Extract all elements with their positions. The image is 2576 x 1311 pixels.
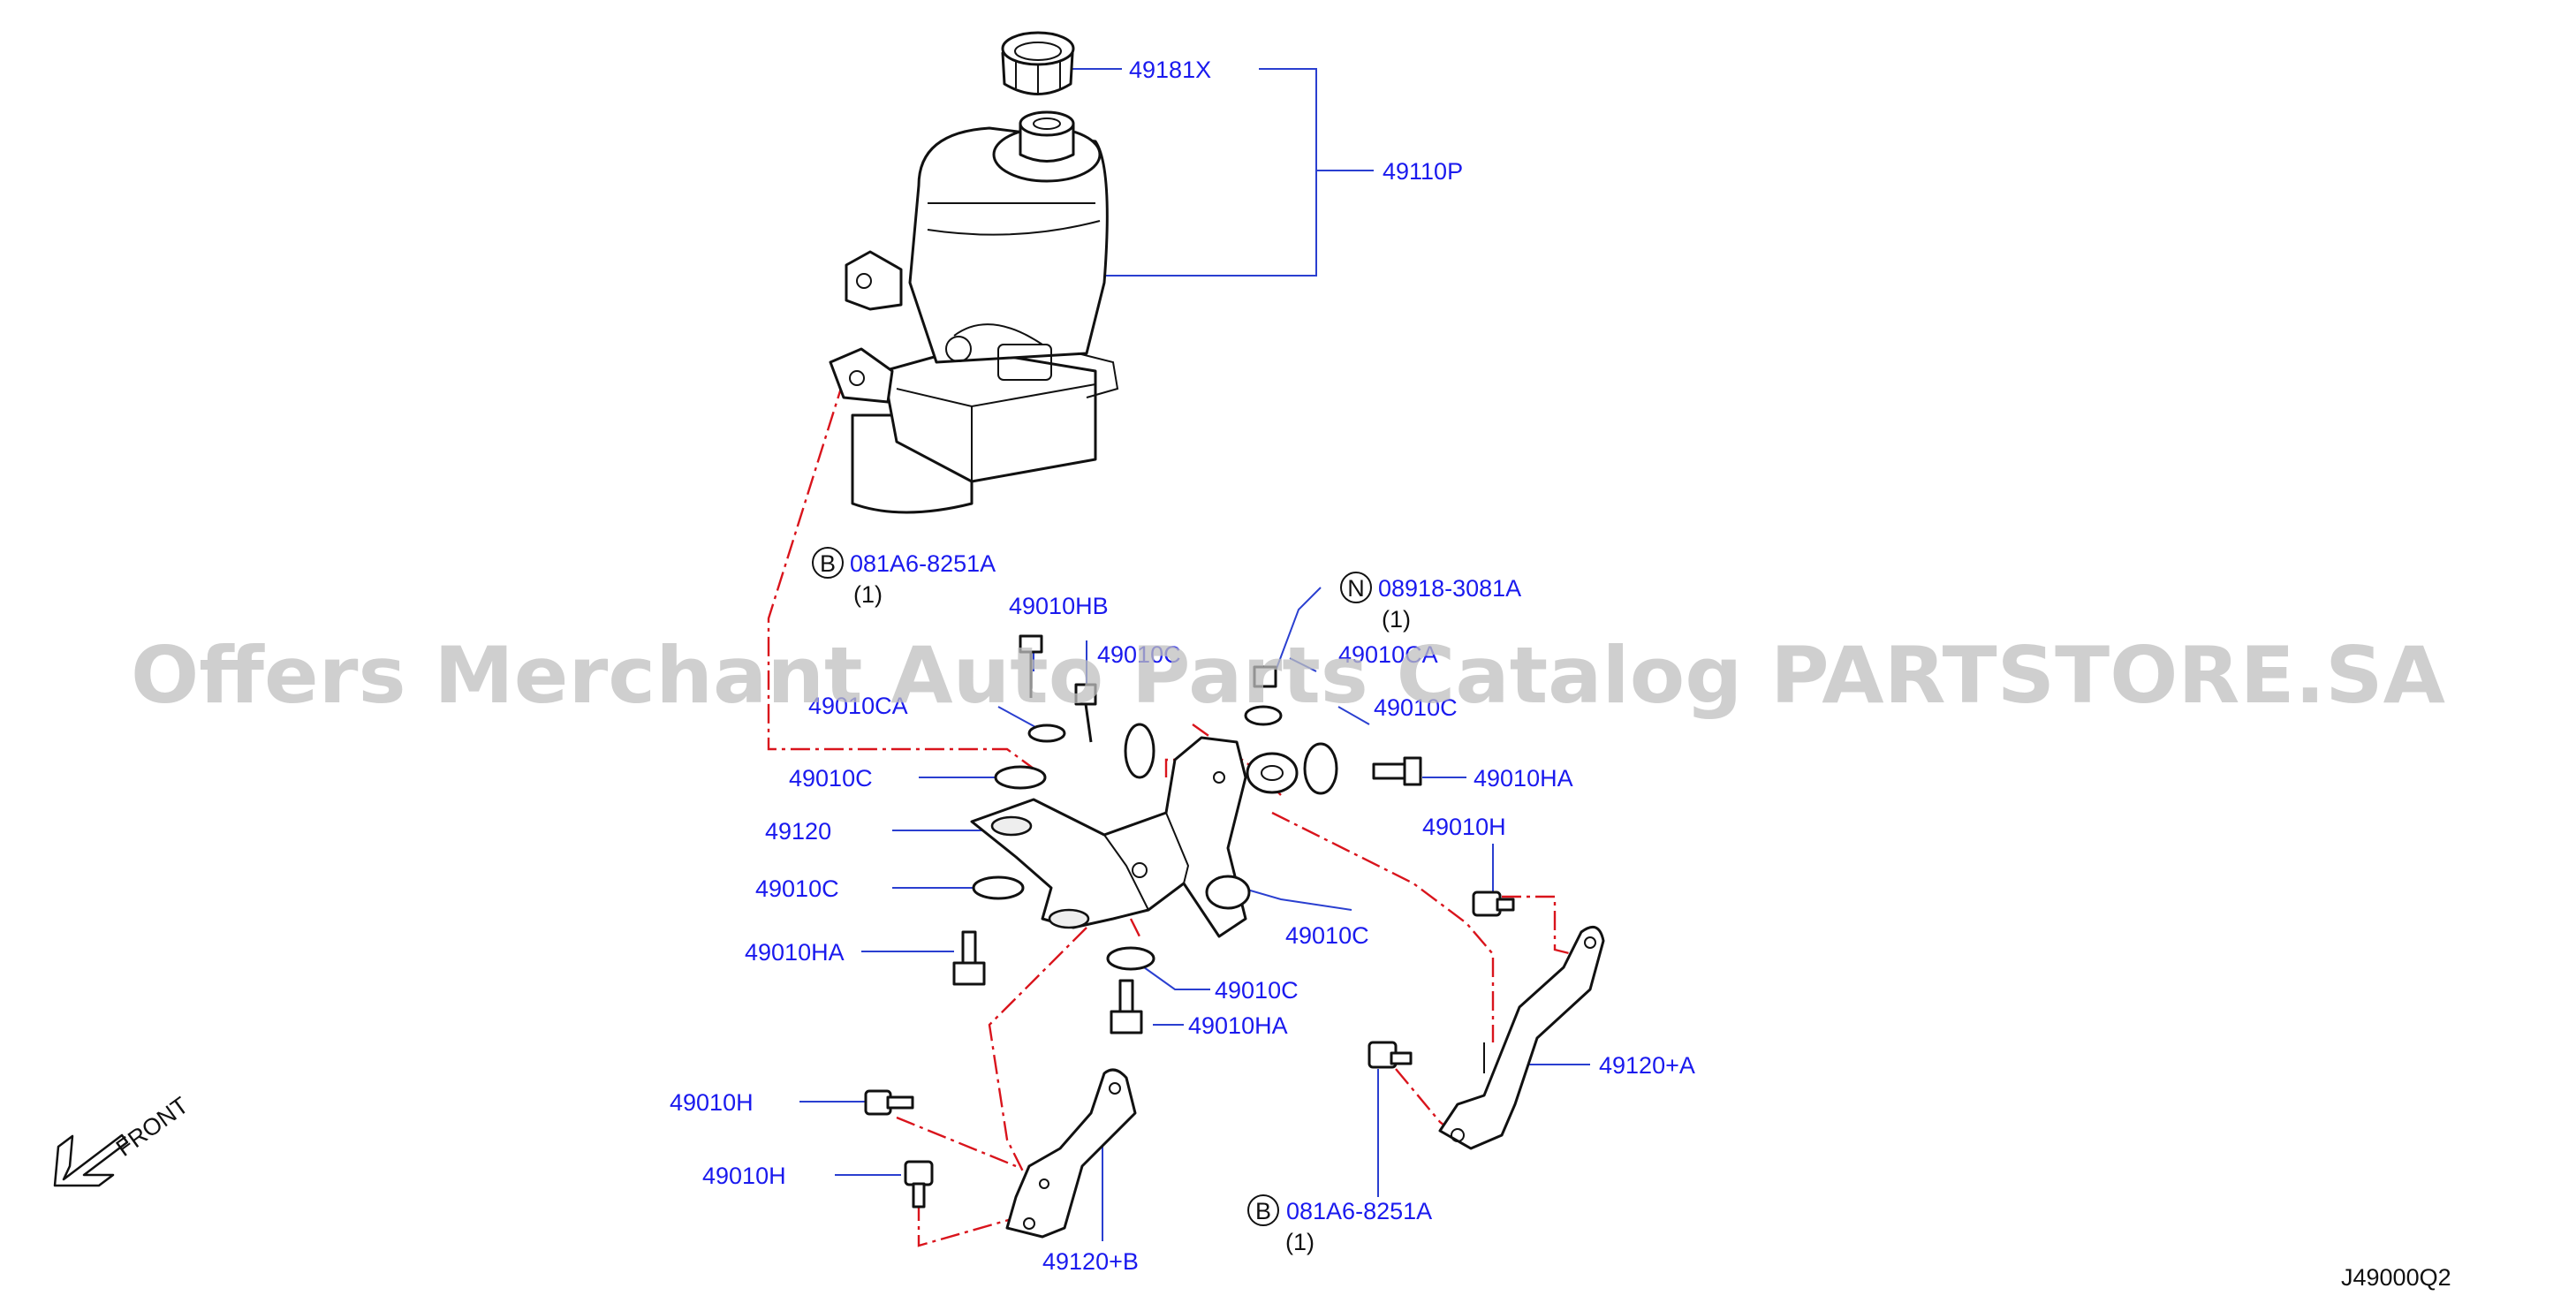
washer-c-right (1303, 742, 1338, 795)
badge-b-top: B (812, 547, 844, 579)
label-ha-left: 49010HA (745, 939, 845, 966)
svg-text:B: B (1255, 1198, 1271, 1224)
washer-c-left2 (972, 875, 1025, 900)
label-c-left1: 49010C (789, 765, 873, 792)
diagram-code: J49000Q2 (2341, 1264, 2451, 1291)
label-h-left1: 49010H (670, 1089, 754, 1116)
nut-n (1253, 665, 1277, 688)
label-c-top: 49010C (1097, 641, 1181, 668)
label-c-right: 49010C (1374, 694, 1458, 721)
pump-assembly (829, 31, 1119, 514)
label-bracket-a: 49120+A (1599, 1052, 1695, 1079)
washer-c-lower (1106, 946, 1155, 971)
bolt-49010hb-2 (1074, 683, 1097, 743)
grommet (1246, 752, 1299, 794)
fasteners (864, 634, 1515, 1209)
label-h-right: 49010H (1422, 814, 1506, 840)
label-bolt-b-bottom-qty: (1) (1285, 1229, 1315, 1255)
bolt-49010h-left1 (864, 1089, 914, 1116)
label-h-left2: 49010H (702, 1163, 786, 1189)
washer-c-top (1124, 723, 1155, 779)
label-ha-right: 49010HA (1474, 765, 1573, 792)
front-label: FRONT (111, 1092, 193, 1162)
label-assembly: 49110P (1383, 158, 1463, 185)
bracket-49120 (970, 736, 1247, 938)
badge-n: N (1340, 572, 1372, 603)
washer-c-mid-right (1205, 875, 1251, 910)
bolt-49010h-right (1472, 890, 1515, 917)
label-bracket-b: 49120+B (1042, 1248, 1139, 1275)
label-nut-n-qty: (1) (1382, 606, 1411, 633)
bolt-49010ha-left (952, 930, 986, 986)
svg-text:N: N (1347, 575, 1365, 602)
bolt-49010h-left2 (904, 1160, 934, 1209)
label-ca-right: 49010CA (1338, 641, 1438, 668)
badge-b-bottom: B (1247, 1194, 1279, 1226)
washer-ca-right (1244, 705, 1283, 726)
bolt-49010ha-lower (1110, 979, 1143, 1034)
label-c-left2: 49010C (755, 875, 839, 902)
label-c-lower: 49010C (1215, 977, 1299, 1004)
part-labels: 49181X 49110P 081A6-8251A (1) 08918-3081… (670, 57, 2451, 1291)
washer-ca-left (1027, 724, 1066, 743)
bolt-081a6-bottom (1368, 1041, 1413, 1069)
label-ha-lower: 49010HA (1188, 1012, 1288, 1039)
svg-text:B: B (820, 550, 836, 577)
bracket-49120-a (1438, 925, 1605, 1150)
bracket-49120-b (1005, 1068, 1137, 1239)
label-bolt-b-top: 081A6-8251A (850, 550, 996, 577)
bolt-49010hb (1019, 634, 1043, 698)
washer-c-left1 (994, 765, 1047, 790)
arrow-down-left-icon (53, 1133, 129, 1187)
label-c-mid-right: 49010C (1285, 922, 1369, 949)
label-cap: 49181X (1129, 57, 1211, 83)
label-ca-left: 49010CA (808, 693, 908, 719)
label-bracket: 49120 (765, 818, 831, 845)
bolt-49010ha-right (1372, 756, 1422, 786)
label-bolt-b-bottom: 081A6-8251A (1286, 1198, 1432, 1224)
watermark: Offers Merchant Auto Parts Catalog PARTS… (131, 630, 2445, 721)
label-bolt-b-top-qty: (1) (853, 581, 883, 608)
label-nut-n: 08918-3081A (1378, 575, 1521, 602)
reservoir-cap (1001, 31, 1075, 95)
label-hb: 49010HB (1009, 593, 1109, 619)
